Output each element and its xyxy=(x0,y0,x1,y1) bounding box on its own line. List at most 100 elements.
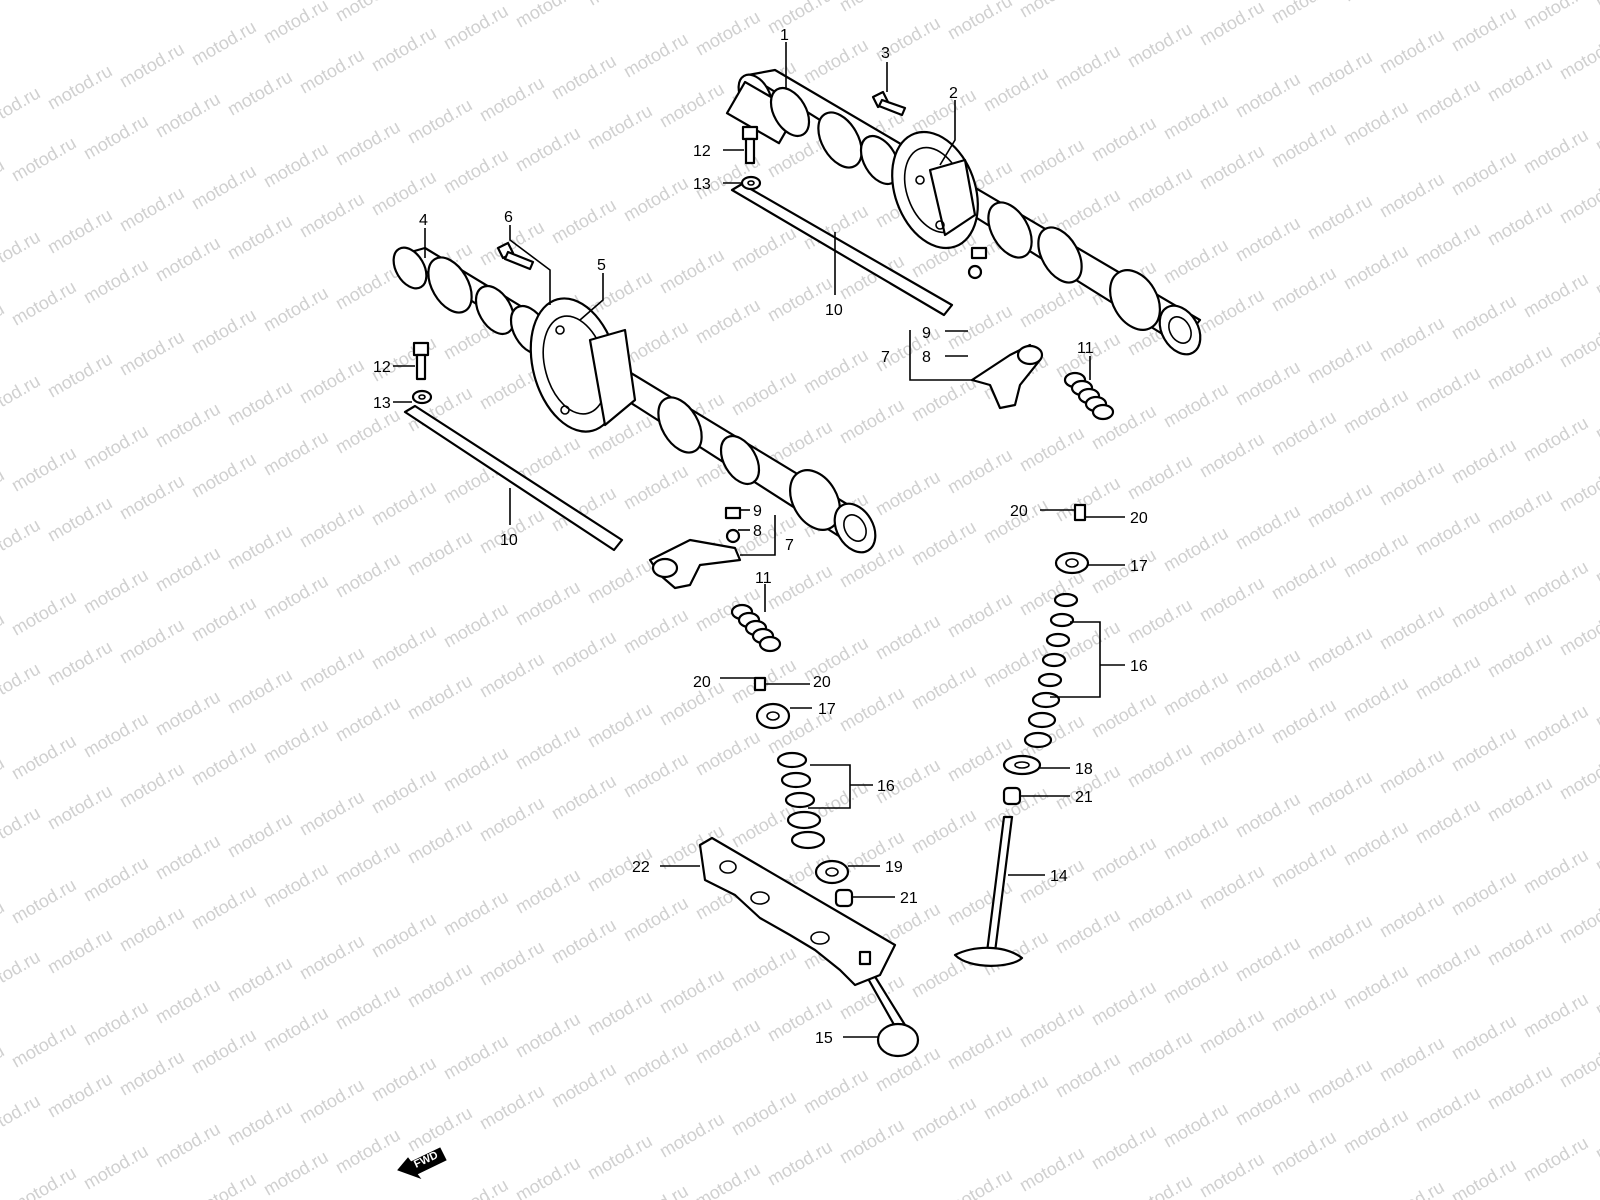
watermark-text: motod.ru xyxy=(1412,363,1484,416)
watermark-text: motod.ru xyxy=(188,1169,260,1200)
watermark-text: motod.ru xyxy=(116,759,188,812)
watermark-text: motod.ru xyxy=(1484,341,1556,394)
watermark-text: motod.ru xyxy=(44,781,116,834)
watermark-text: motod.ru xyxy=(836,683,908,736)
watermark-text: motod.ru xyxy=(980,63,1052,116)
watermark-text: motod.ru xyxy=(188,593,260,646)
watermark-text: motod.ru xyxy=(836,0,908,15)
watermark-text: motod.ru xyxy=(1232,645,1304,698)
watermark-text: motod.ru xyxy=(1376,25,1448,78)
watermark-text: motod.ru xyxy=(1160,235,1232,288)
watermark-text: motod.ru xyxy=(1340,0,1412,5)
watermark-text: motod.ru xyxy=(512,577,584,630)
watermark-text: motod.ru xyxy=(548,1059,620,1112)
watermark-text: motod.ru xyxy=(1160,955,1232,1008)
watermark-text: motod.ru xyxy=(1556,1039,1600,1092)
watermark-text: motod.ru xyxy=(764,561,836,614)
watermark-text: motod.ru xyxy=(260,139,332,192)
watermark-text: motod.ru xyxy=(1340,961,1412,1014)
watermark-text: motod.ru xyxy=(188,449,260,502)
watermark-text: motod.ru xyxy=(44,205,116,258)
watermark-text: motod.ru xyxy=(908,805,980,858)
watermark-text: motod.ru xyxy=(620,29,692,82)
spring-retainer-left xyxy=(755,702,791,730)
watermark-text: motod.ru xyxy=(1448,291,1520,344)
watermark-text: motod.ru xyxy=(620,317,692,370)
watermark-text: motod.ru xyxy=(152,543,224,596)
watermark-text: motod.ru xyxy=(440,599,512,652)
callout-6: 6 xyxy=(504,209,513,226)
callout-12-lower: 12 xyxy=(373,359,391,376)
callout-12-upper: 12 xyxy=(693,143,711,160)
watermark-text: motod.ru xyxy=(0,803,44,856)
watermark-text: motod.ru xyxy=(440,743,512,796)
watermark-text: motod.ru xyxy=(620,749,692,802)
watermark-text: motod.ru xyxy=(512,123,584,176)
watermark-text: motod.ru xyxy=(800,345,872,398)
watermark-text: motod.ru xyxy=(152,975,224,1028)
valve-guide-plate xyxy=(698,836,897,987)
watermark-text: motod.ru xyxy=(368,909,440,962)
watermark-text: motod.ru xyxy=(1484,773,1556,826)
watermark-text: motod.ru xyxy=(1016,135,1088,188)
watermark-text: motod.ru xyxy=(836,1115,908,1168)
watermark-text: motod.ru xyxy=(1448,3,1520,56)
watermark-text: motod.ru xyxy=(188,1025,260,1078)
watermark-text: motod.ru xyxy=(8,731,80,784)
watermark-text: motod.ru xyxy=(368,765,440,818)
watermark-text: motod.ru xyxy=(332,0,404,25)
watermark-text: motod.ru xyxy=(1196,717,1268,770)
watermark-text: motod.ru xyxy=(1520,413,1592,466)
watermark-text: motod.ru xyxy=(224,67,296,120)
callout-1: 1 xyxy=(780,27,789,44)
watermark-text: motod.ru xyxy=(692,1015,764,1068)
watermark-text: motod.ru xyxy=(1340,97,1412,150)
watermark-text: motod.ru xyxy=(1268,407,1340,460)
callout-14: 14 xyxy=(1050,868,1068,885)
watermark-text: motod.ru xyxy=(1484,53,1556,106)
watermark-text: motod.ru xyxy=(1304,479,1376,532)
watermark-text: motod.ru xyxy=(944,445,1016,498)
watermark-text: motod.ru xyxy=(1196,141,1268,194)
watermark-text: motod.ru xyxy=(440,1031,512,1084)
watermark-text: motod.ru xyxy=(548,627,620,680)
watermark-text: motod.ru xyxy=(584,0,656,9)
watermark-text: motod.ru xyxy=(224,809,296,862)
watermark-text: motod.ru xyxy=(332,981,404,1034)
watermark-text: motod.ru xyxy=(0,1091,44,1144)
watermark-text: motod.ru xyxy=(224,377,296,430)
watermark-text: motod.ru xyxy=(1592,1111,1600,1164)
rocker-shaft-bolt-lower xyxy=(412,341,430,381)
watermark-text: motod.ru xyxy=(872,467,944,520)
watermark-text: motod.ru xyxy=(152,831,224,884)
watermark-text: motod.ru xyxy=(1016,567,1088,620)
watermark-text: motod.ru xyxy=(1124,1171,1196,1200)
watermark-text: motod.ru xyxy=(1592,103,1600,156)
callout-16-right: 16 xyxy=(1130,658,1148,675)
watermark-text: motod.ru xyxy=(404,1103,476,1156)
callout-19: 19 xyxy=(885,859,903,876)
watermark-text: motod.ru xyxy=(1484,197,1556,250)
watermark-text: motod.ru xyxy=(728,1087,800,1140)
watermark-text: motod.ru xyxy=(332,117,404,170)
watermark-text: motod.ru xyxy=(1448,723,1520,776)
watermark-text: motod.ru xyxy=(476,649,548,702)
rocker-shaft-upper xyxy=(730,182,954,317)
watermark-text: motod.ru xyxy=(1592,967,1600,1020)
valve-springs-right xyxy=(1023,592,1079,749)
watermark-text: motod.ru xyxy=(944,301,1016,354)
watermark-text: motod.ru xyxy=(1088,977,1160,1030)
watermark-text: motod.ru xyxy=(260,1147,332,1200)
watermark-text: motod.ru xyxy=(1376,1177,1448,1200)
stem-seal-right xyxy=(1002,786,1022,806)
watermark-text: motod.ru xyxy=(1304,47,1376,100)
watermark-text: motod.ru xyxy=(0,753,8,806)
watermark-text: motod.ru xyxy=(1520,701,1592,754)
watermark-text: motod.ru xyxy=(404,815,476,868)
callout-20-right-b: 20 xyxy=(1130,510,1148,527)
watermark-text: motod.ru xyxy=(1520,989,1592,1042)
watermark-text: motod.ru xyxy=(260,571,332,624)
watermark-text: motod.ru xyxy=(1412,1083,1484,1136)
watermark-text: motod.ru xyxy=(152,399,224,452)
